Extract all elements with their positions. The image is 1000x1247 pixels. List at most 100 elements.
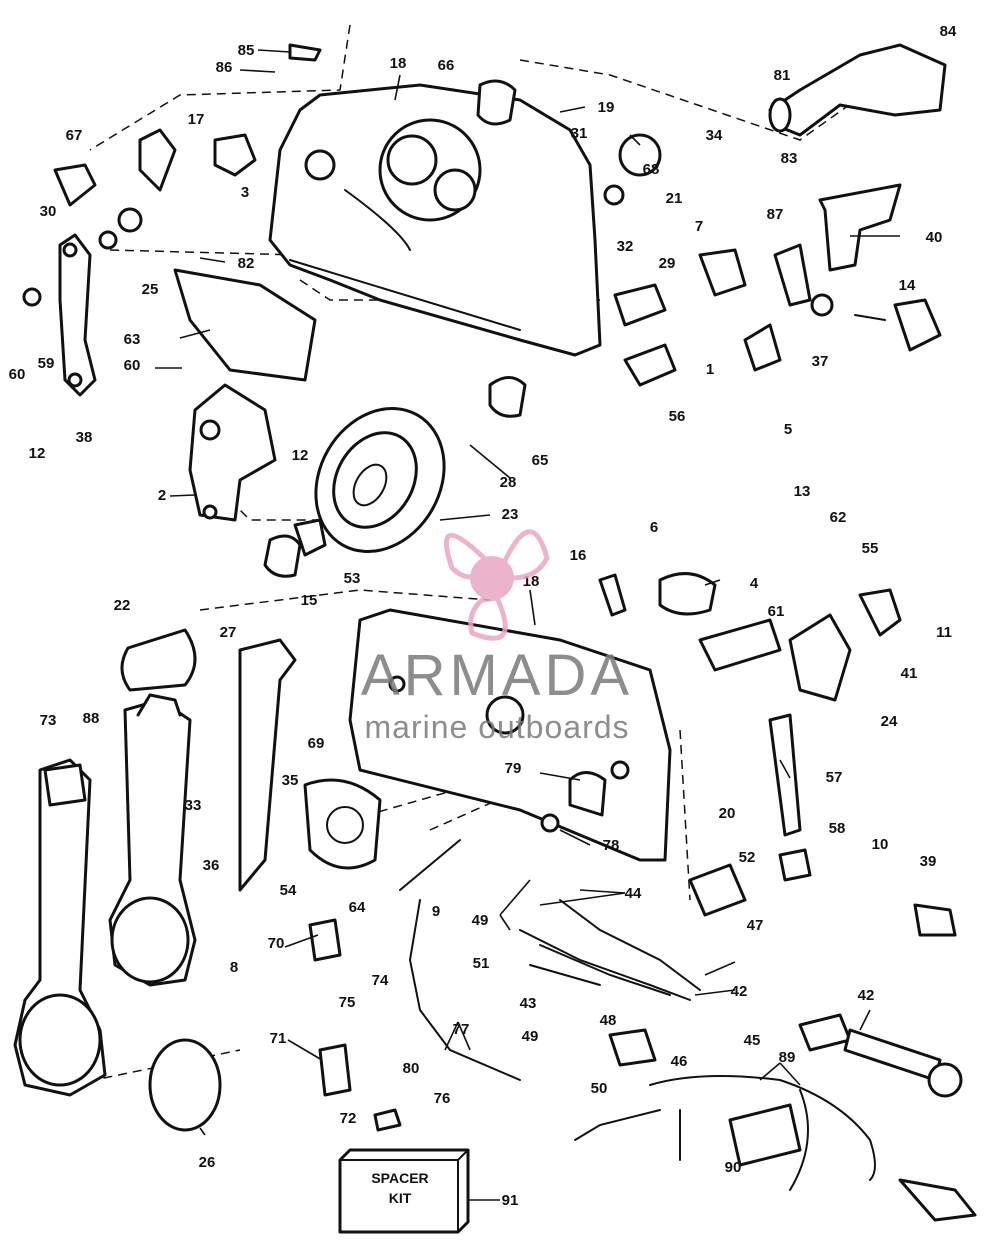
callout-19: 19 (598, 99, 615, 116)
callout-55: 55 (862, 540, 879, 557)
callout-51: 51 (473, 955, 490, 972)
callout-84: 84 (940, 23, 957, 40)
callout-13: 13 (794, 483, 811, 500)
callout-35: 35 (282, 772, 299, 789)
callout-21: 21 (666, 190, 683, 207)
callout-6: 6 (650, 519, 658, 536)
callout-75: 75 (339, 994, 356, 1011)
callout-58: 58 (829, 820, 846, 837)
leader-lines (155, 49, 900, 1201)
callout-5: 5 (784, 421, 792, 438)
callout-59: 59 (38, 355, 55, 372)
callout-12: 12 (292, 447, 309, 464)
callout-22: 22 (114, 597, 131, 614)
callout-24: 24 (881, 713, 898, 730)
callout-73: 73 (40, 712, 57, 729)
callout-48: 48 (600, 1012, 617, 1029)
callout-74: 74 (372, 972, 389, 989)
callout-72: 72 (340, 1110, 357, 1127)
callout-20: 20 (719, 805, 736, 822)
grip-cover (120, 628, 197, 692)
spacer-kit-box: SPACER KIT (338, 1148, 470, 1234)
switch-bracket (818, 183, 902, 272)
callout-3: 3 (241, 184, 249, 201)
callout-42: 42 (731, 983, 748, 1000)
callout-78: 78 (603, 837, 620, 854)
callout-69: 69 (308, 735, 325, 752)
shift-lever (238, 638, 297, 892)
callout-83: 83 (781, 150, 798, 167)
callout-37: 37 (812, 353, 829, 370)
callout-10: 10 (872, 836, 889, 853)
shift-drum (314, 406, 446, 554)
callout-18: 18 (390, 55, 407, 72)
callout-87: 87 (767, 206, 784, 223)
callout-53: 53 (344, 570, 361, 587)
callout-4: 4 (750, 575, 759, 592)
throttle-link (58, 233, 97, 397)
callout-62: 62 (830, 509, 847, 526)
wiring-harness (399, 839, 876, 1191)
callout-49: 49 (472, 912, 489, 929)
callout-63: 63 (124, 331, 141, 348)
callout-41: 41 (901, 665, 918, 682)
callout-82: 82 (238, 255, 255, 272)
callout-91: 91 (502, 1192, 519, 1209)
callout-71: 71 (270, 1030, 287, 1047)
callout-81: 81 (774, 67, 791, 84)
callout-38: 38 (76, 429, 93, 446)
propeller-icon (443, 529, 550, 641)
callout-23: 23 (502, 506, 519, 523)
cam-plate (188, 383, 277, 522)
callout-85: 85 (238, 42, 255, 59)
callout-50: 50 (591, 1080, 608, 1097)
callout-57: 57 (826, 769, 843, 786)
callout-86: 86 (216, 59, 233, 76)
callout-43: 43 (520, 995, 537, 1012)
callout-60: 60 (9, 366, 26, 383)
trim-arm (768, 43, 947, 137)
callout-66: 66 (438, 57, 455, 74)
callout-64: 64 (349, 899, 366, 916)
callout-54: 54 (280, 882, 297, 899)
callout-47: 47 (747, 917, 764, 934)
callout-61: 61 (768, 603, 785, 620)
watermark-tagline: marine outboards (364, 709, 629, 745)
callout-12: 12 (29, 445, 46, 462)
callout-60: 60 (124, 357, 141, 374)
control-handles (13, 693, 197, 1097)
callout-39: 39 (920, 853, 937, 870)
callout-28: 28 (500, 474, 517, 491)
callout-42: 42 (858, 987, 875, 1004)
callout-27: 27 (220, 624, 237, 641)
callout-30: 30 (40, 203, 57, 220)
callout-32: 32 (617, 238, 634, 255)
callout-34: 34 (706, 127, 723, 144)
spacer-kit-label-line2: KIT (389, 1190, 412, 1206)
callout-90: 90 (725, 1159, 742, 1176)
control-housing-rear (268, 83, 602, 357)
callout-68: 68 (643, 161, 660, 178)
callout-17: 17 (188, 111, 205, 128)
callout-49: 49 (522, 1028, 539, 1045)
callout-56: 56 (669, 408, 686, 425)
callout-77: 77 (453, 1021, 470, 1038)
callout-7: 7 (695, 218, 703, 235)
callout-11: 11 (936, 624, 952, 641)
spacer-kit-label-line1: SPACER (371, 1170, 428, 1186)
callout-44: 44 (625, 885, 642, 902)
callout-67: 67 (66, 127, 83, 144)
callout-80: 80 (403, 1060, 420, 1077)
callout-8: 8 (230, 959, 238, 976)
callout-40: 40 (926, 229, 943, 246)
callout-65: 65 (532, 452, 549, 469)
callout-1: 1 (706, 361, 714, 378)
watermark-brand: ARMADA (361, 643, 633, 708)
key-switch-assembly (698, 243, 942, 372)
callout-26: 26 (199, 1154, 216, 1171)
callout-70: 70 (268, 935, 285, 952)
callout-76: 76 (434, 1090, 451, 1107)
callout-29: 29 (659, 255, 676, 272)
small-hardware (22, 43, 977, 1222)
